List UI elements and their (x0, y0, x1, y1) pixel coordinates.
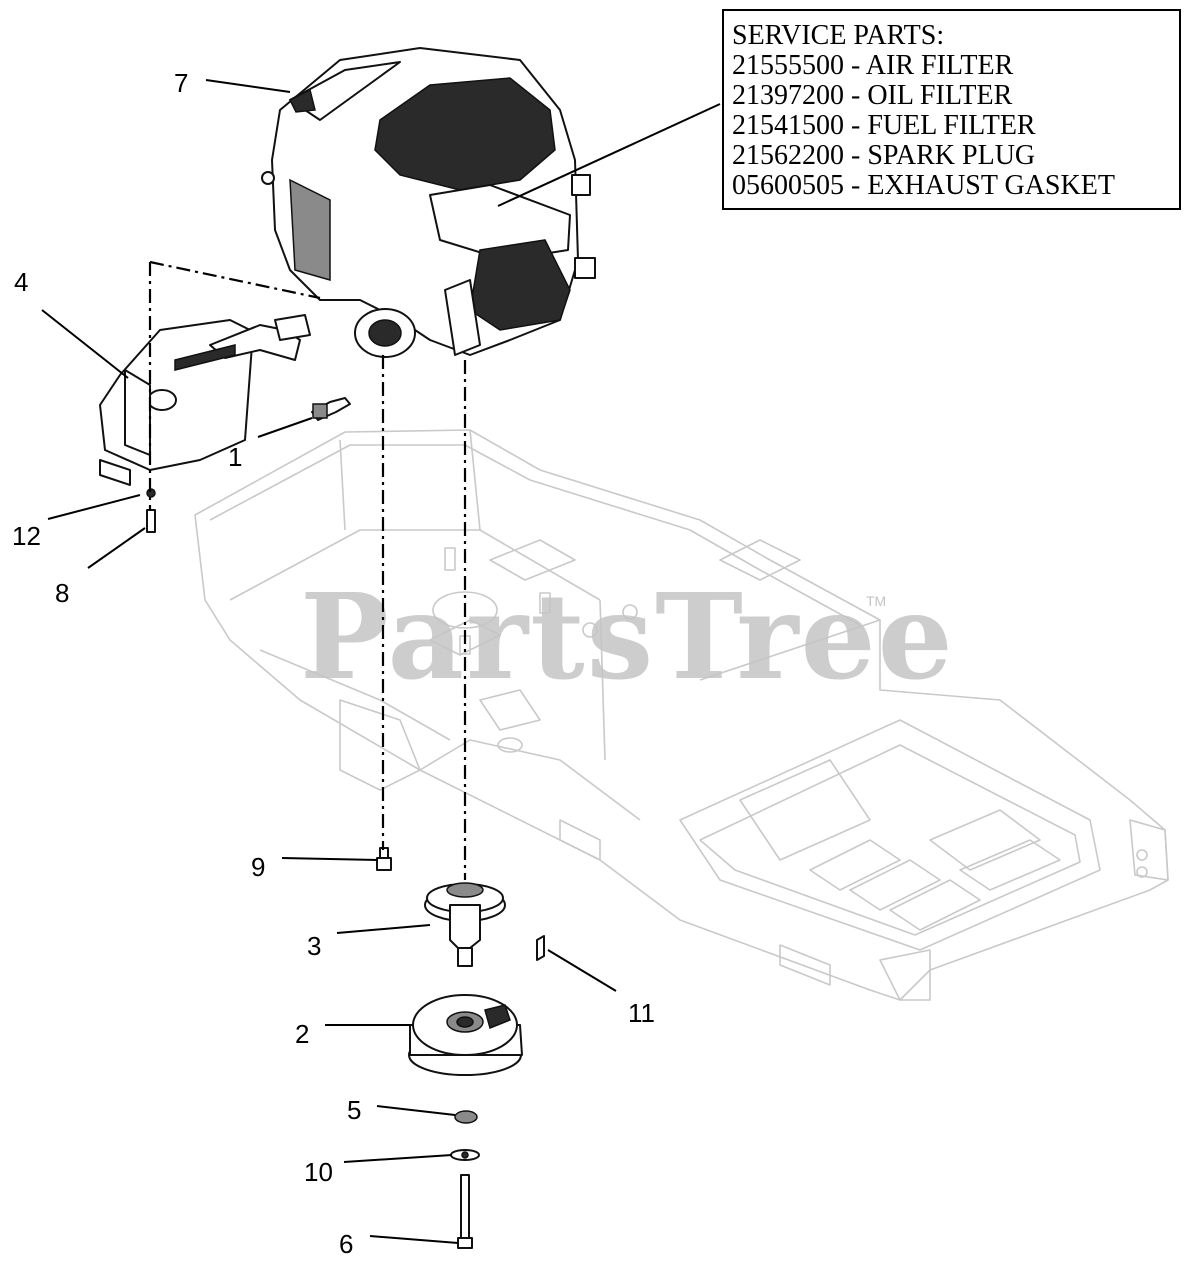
watermark-text: PartsTree (300, 567, 955, 706)
washer-part-10-hole (461, 1151, 469, 1159)
muffler (99, 314, 311, 486)
service-part-air-filter: 21555500 - AIR FILTER (732, 50, 1014, 81)
bolt-part-9 (376, 847, 392, 871)
callout-3: 3 (307, 931, 321, 961)
callout-12: 12 (12, 521, 41, 551)
key-part-11 (536, 935, 545, 961)
callout-1: 1 (228, 442, 242, 472)
service-part-spark-plug: 21562200 - SPARK PLUG (732, 140, 1036, 171)
callout-5: 5 (347, 1095, 361, 1125)
pulley-part-3 (424, 882, 506, 967)
spark-plug-part-1 (311, 397, 351, 421)
leader-lines (41, 79, 721, 1244)
service-parts-box: SERVICE PARTS: 21555500 - AIR FILTER 213… (722, 9, 1181, 210)
bolt-part-6 (457, 1174, 473, 1249)
mower-frame (194, 429, 1169, 1001)
callout-10: 10 (304, 1157, 333, 1187)
bolt-part-8 (146, 509, 156, 533)
service-part-exhaust-gasket: 05600505 - EXHAUST GASKET (732, 170, 1115, 201)
service-part-oil-filter: 21397200 - OIL FILTER (732, 80, 1013, 111)
watermark-trademark: TM (866, 593, 886, 609)
callout-8: 8 (55, 578, 69, 608)
callout-4: 4 (14, 267, 28, 297)
callout-2: 2 (295, 1019, 309, 1049)
service-parts-title: SERVICE PARTS: (732, 20, 945, 51)
clutch-part-2 (408, 994, 523, 1076)
callout-numbers: 7 4 1 12 8 9 3 2 11 5 10 6 (12, 68, 655, 1259)
callout-9: 9 (251, 852, 265, 882)
assembly-lines (148, 260, 467, 880)
callout-7: 7 (174, 68, 188, 98)
washer-part-5 (454, 1110, 478, 1124)
engine (261, 47, 596, 358)
callout-11: 11 (628, 998, 655, 1028)
service-part-fuel-filter: 21541500 - FUEL FILTER (732, 110, 1036, 141)
callout-6: 6 (339, 1229, 353, 1259)
